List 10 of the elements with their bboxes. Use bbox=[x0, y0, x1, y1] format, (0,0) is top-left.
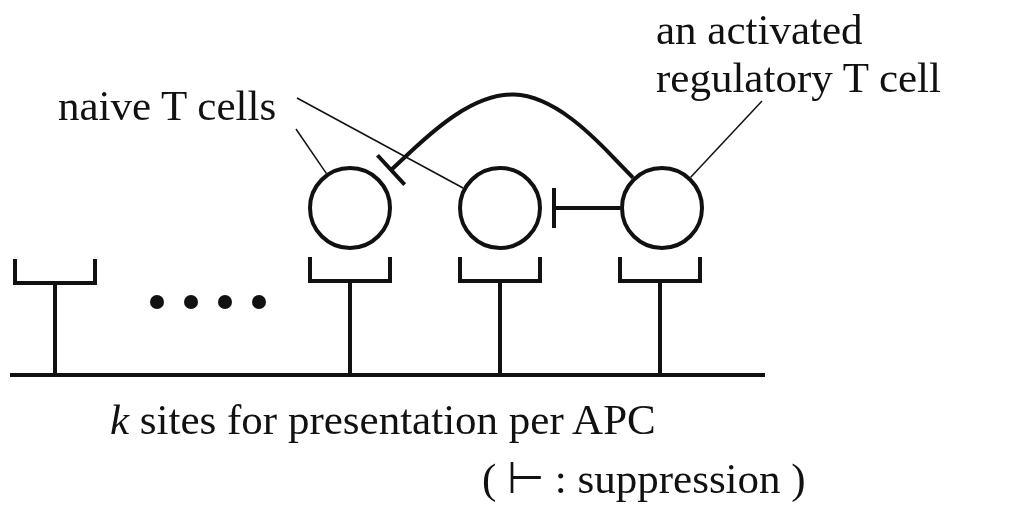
leader-line bbox=[689, 100, 763, 179]
t-cell-circle bbox=[620, 166, 704, 250]
leader-line bbox=[295, 128, 328, 175]
leader-line bbox=[296, 97, 464, 189]
t-cell-circle bbox=[458, 166, 542, 250]
t-cell-circle bbox=[308, 166, 392, 250]
cell-label: an activated regulatory T cell bbox=[656, 6, 942, 102]
cell-label: naive T cells bbox=[58, 82, 278, 130]
caption-text: k sites for presentation per APC bbox=[110, 396, 656, 444]
caption-text: ( ⊢ : suppression ) bbox=[482, 455, 806, 503]
